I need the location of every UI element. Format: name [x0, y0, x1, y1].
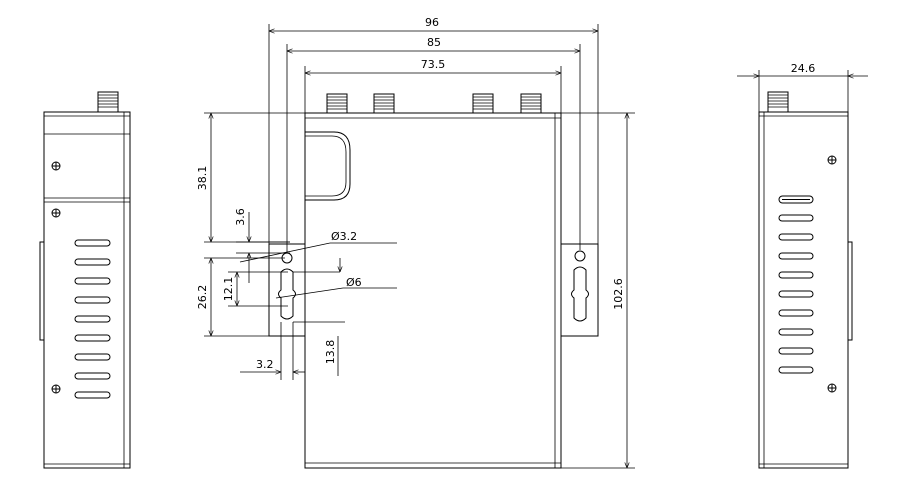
keyhole-slot-icon — [278, 268, 296, 320]
vent-slots — [74, 239, 111, 399]
dimension-label: 73.5 — [421, 58, 446, 71]
dimension-73-5: 73.5 — [304, 58, 562, 113]
antenna-connector-icon — [767, 91, 789, 113]
right-side-view — [758, 91, 853, 469]
dimension-3-2: 3.2 — [240, 322, 305, 380]
keyhole-slot-icon — [571, 266, 589, 322]
dimension-label: 3.6 — [234, 208, 247, 226]
antenna-connector-icon — [326, 93, 348, 115]
dimension-38-1: 38.1 — [196, 112, 305, 243]
antenna-connector-icon — [373, 93, 395, 115]
dimension-102-6: 102.6 — [561, 112, 635, 469]
dimension-label: Ø6 — [346, 276, 362, 289]
dimension-label: 102.6 — [612, 278, 625, 310]
screw-icon — [827, 155, 837, 165]
antenna-connector-icon — [520, 93, 542, 115]
dimension-label: 3.2 — [256, 358, 274, 371]
dimension-label: 26.2 — [196, 285, 209, 310]
screw-icon — [51, 384, 61, 394]
antenna-connector-icon — [472, 93, 494, 115]
dimension-label: 24.6 — [791, 62, 816, 75]
dimension-label: 96 — [425, 16, 439, 29]
dimension-96: 96 — [268, 16, 599, 244]
mount-hole-icon — [574, 250, 586, 262]
dimension-slot-6: Ø6 — [275, 258, 397, 299]
screw-icon — [51, 208, 61, 218]
vent-slots — [778, 195, 814, 374]
dimension-label: 13.8 — [324, 340, 337, 365]
dimension-label: Ø3.2 — [331, 230, 357, 243]
dimension-label: 85 — [427, 36, 441, 49]
dimension-hole-3-2: Ø3.2 — [239, 230, 397, 263]
screw-icon — [827, 383, 837, 393]
screw-icon — [51, 161, 61, 171]
dimension-26-2: 26.2 — [196, 257, 285, 337]
dimension-24-6: 24.6 — [737, 62, 868, 112]
dimension-12-1: 12.1 — [222, 271, 288, 307]
left-side-view — [39, 91, 131, 469]
dimension-label: 38.1 — [196, 166, 209, 191]
dimension-label: 12.1 — [222, 277, 235, 302]
dimension-13-8: 13.8 — [293, 321, 345, 376]
antenna-connector-icon — [97, 91, 119, 113]
front-view — [268, 93, 599, 469]
dimension-85: 85 — [286, 36, 581, 252]
